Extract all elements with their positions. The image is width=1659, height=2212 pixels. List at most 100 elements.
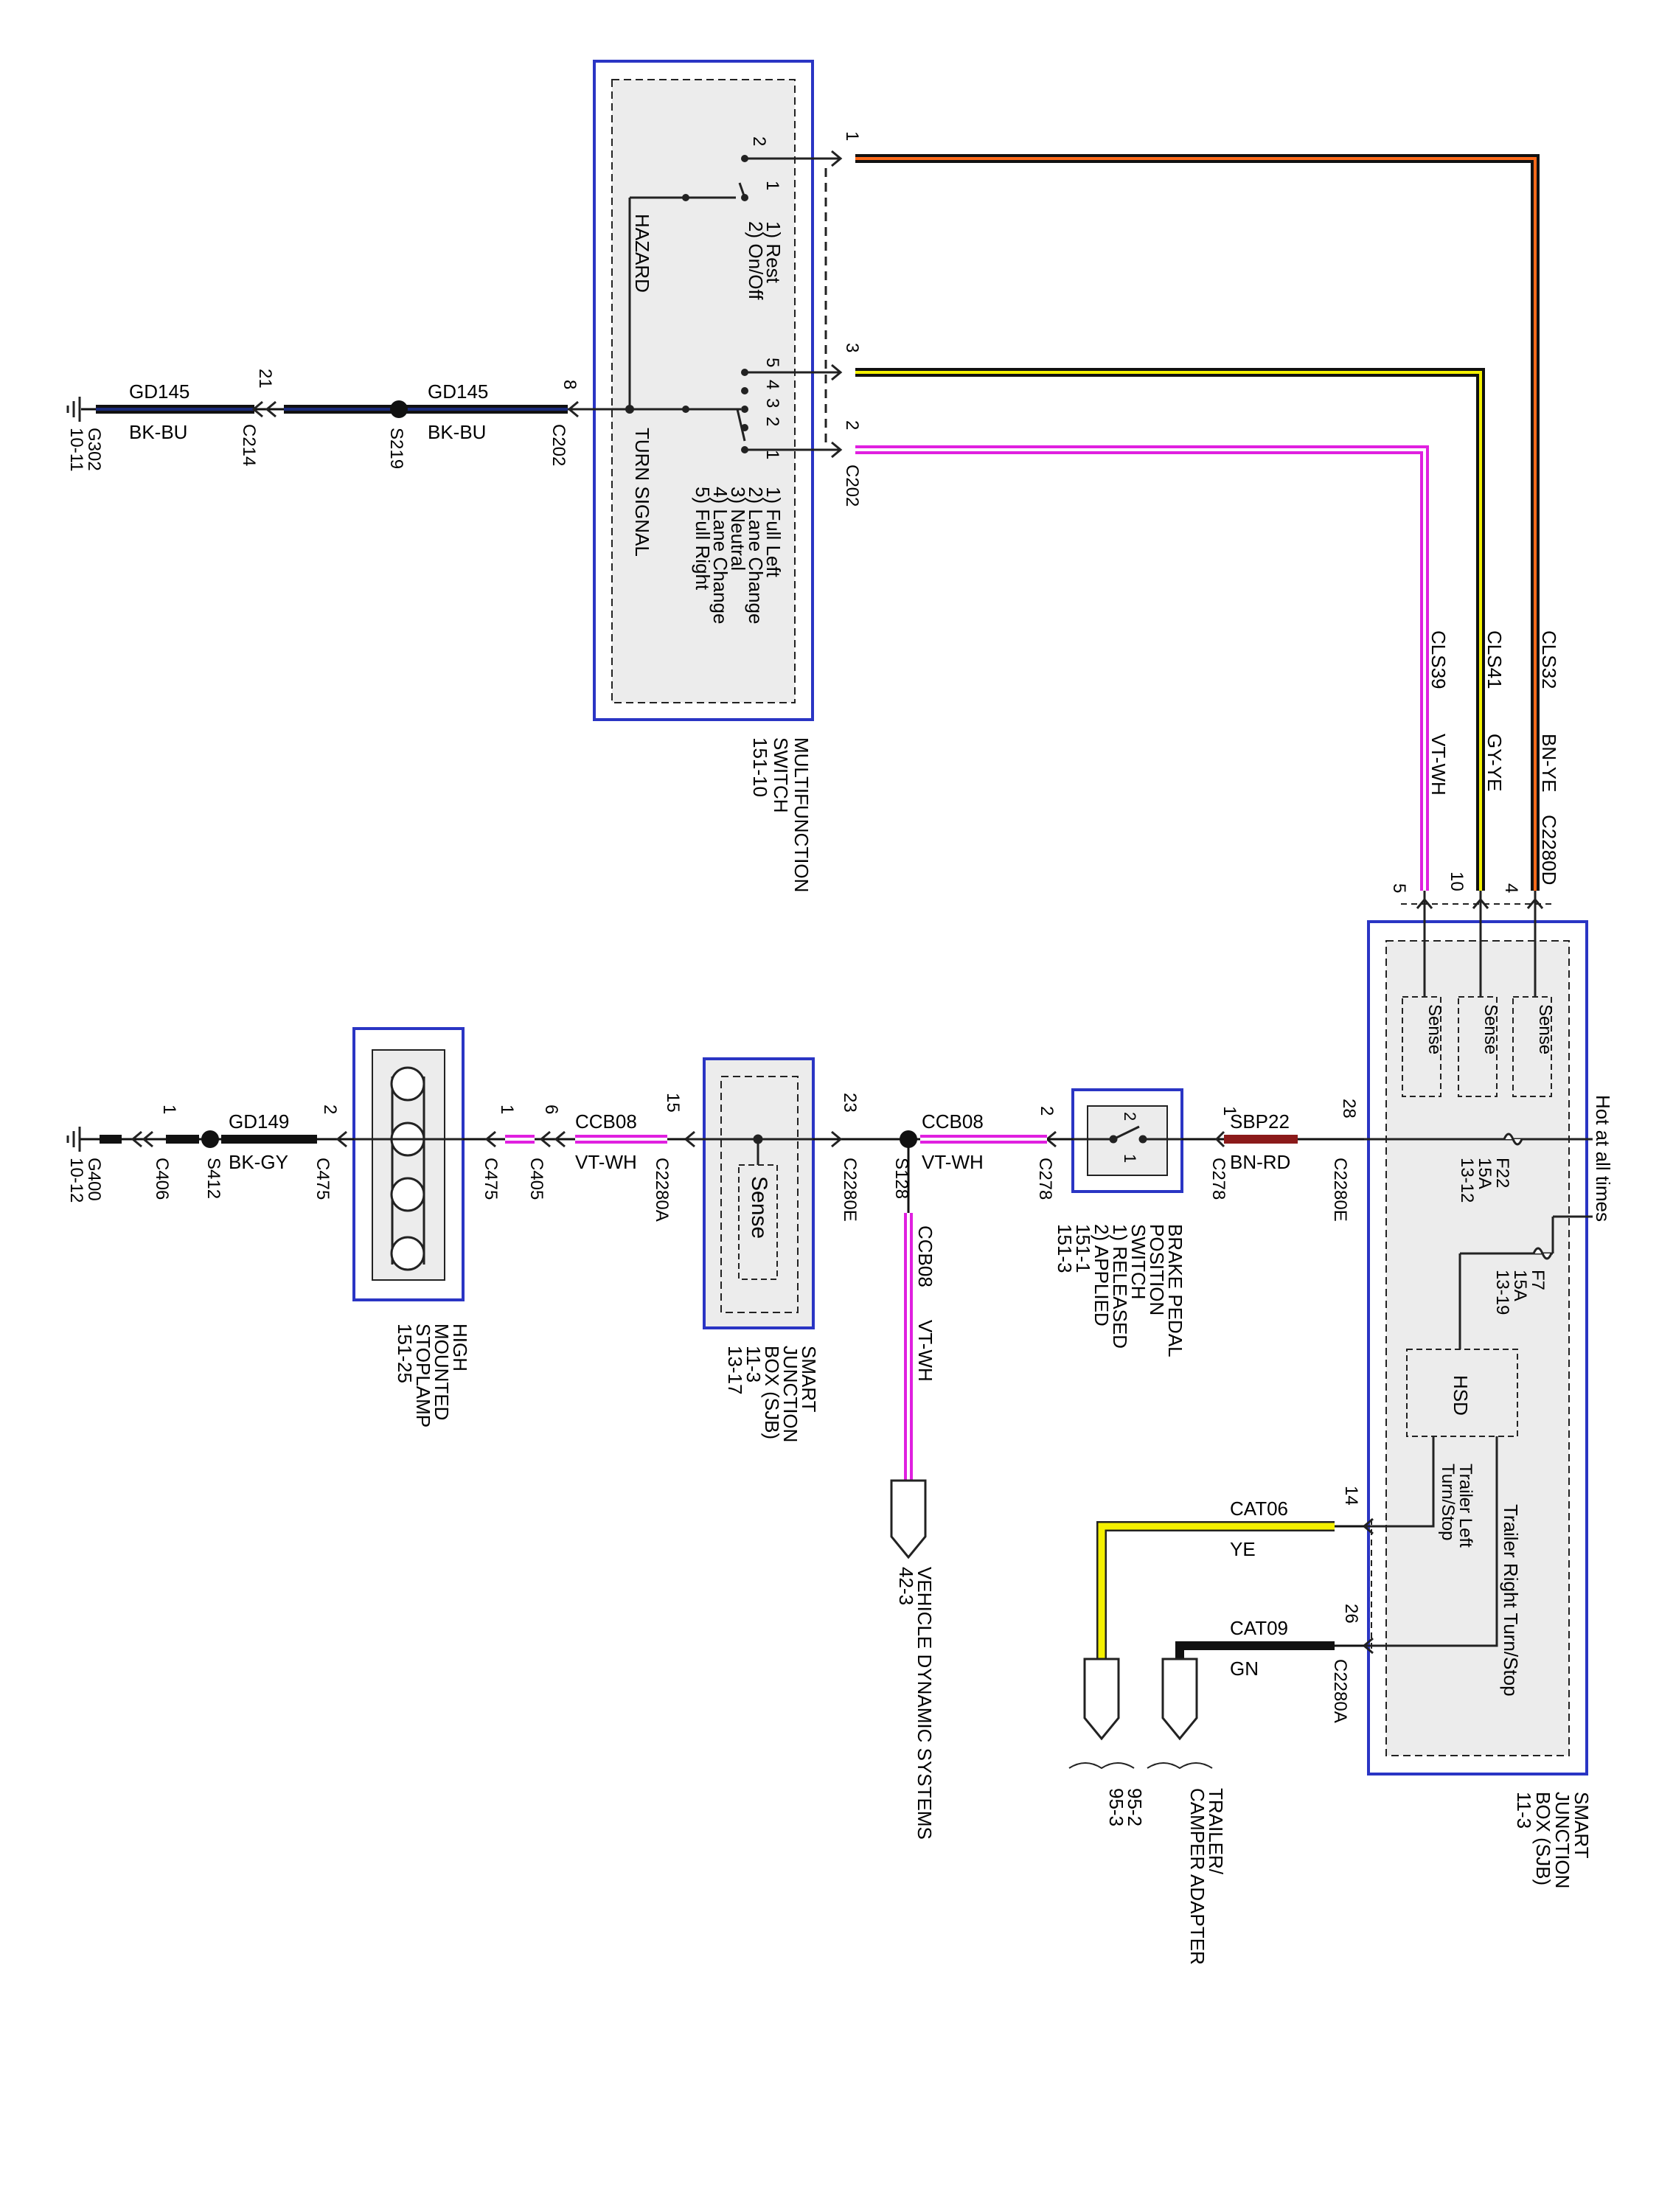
- splice-s412: [201, 1130, 219, 1148]
- gd149-splice-s412: S412: [204, 1158, 223, 1199]
- sjb-right-pin-10: 10: [1447, 872, 1467, 891]
- mfs-pin-1: 1: [842, 131, 862, 141]
- stoplamp-bulbs: [354, 1066, 463, 1271]
- mfs-title-1: MULTIFUNCTION: [790, 737, 813, 892]
- sjb-right-ref: 11-3: [1513, 1792, 1535, 1829]
- c405-pin-6: 6: [541, 1105, 561, 1114]
- cat09-circuit: CAT09: [1230, 1617, 1288, 1639]
- brake-c278-left: C278: [1035, 1158, 1055, 1200]
- fuse-f7-amp: 15A: [1510, 1270, 1530, 1301]
- mfs-title-2: SWITCH: [770, 737, 792, 813]
- sjb-right-box: [1367, 920, 1588, 1775]
- sjb-mid-ref-2: 13-17: [724, 1346, 746, 1395]
- c475-connector-right: C475: [481, 1158, 501, 1200]
- mfs-turn-pos-5: 5) Full Right: [692, 487, 714, 591]
- sjb-mid-pin-15: 15: [663, 1093, 683, 1113]
- cat06-color: YE: [1230, 1538, 1256, 1560]
- mfs-pin-3: 3: [842, 343, 862, 352]
- brake-switch-pin-2: 2: [1121, 1112, 1139, 1121]
- sjb-right-feed: [1364, 1133, 1593, 1349]
- ccb08-upper-circuit: CCB08: [922, 1110, 984, 1133]
- ground-g400: G400: [84, 1158, 104, 1201]
- wire-cls39: [855, 445, 1429, 891]
- sjb-right-title-1: SMART: [1571, 1792, 1593, 1859]
- gd145-color-left: BK-BU: [129, 421, 187, 443]
- sbp22-circuit: SBP22: [1230, 1110, 1290, 1133]
- trailer-brackets: [1068, 1762, 1213, 1770]
- mfs-connector-arrows: [567, 150, 843, 459]
- ccb08-vertical-color: VT-WH: [914, 1320, 936, 1382]
- wire-cat06: [1096, 1521, 1364, 1659]
- brake-pos-1: 1) RELEASED: [1109, 1224, 1131, 1349]
- fuse-f22-ref: 13-12: [1457, 1158, 1477, 1203]
- gd149-c475: C475: [313, 1158, 333, 1200]
- ground-g400-ref: 10-12: [66, 1158, 86, 1203]
- gd149-pin-1: 1: [159, 1105, 179, 1114]
- gd145-circuit-right: GD145: [428, 380, 488, 403]
- wire-cls32: [855, 154, 1540, 891]
- ccb08-vertical-circuit: CCB08: [914, 1225, 936, 1287]
- fuse-f22: F22: [1492, 1158, 1512, 1188]
- mfs-pin-8: 8: [560, 380, 580, 389]
- brake-pos-2: 2) APPLIED: [1091, 1224, 1113, 1326]
- mfs-connector-c202: C202: [842, 465, 862, 507]
- sjb-right-sense-3: Sense: [1425, 1004, 1444, 1054]
- sjb-right-sense-2: Sense: [1481, 1004, 1500, 1054]
- gd149-arrows: [131, 1130, 347, 1148]
- fuse-f7-ref: 13-19: [1492, 1270, 1512, 1315]
- mfs-hazard-contact-1: 1: [762, 181, 782, 190]
- c405-connector: C405: [526, 1158, 546, 1200]
- gd149-color: BK-GY: [229, 1151, 288, 1173]
- gd149-c406: C406: [152, 1158, 172, 1200]
- c405-circuit: CCB08: [575, 1110, 637, 1133]
- cat09-color: GN: [1230, 1658, 1259, 1680]
- brake-title-1: BRAKE PEDAL: [1164, 1224, 1186, 1357]
- brake-pin-1: 1: [1220, 1106, 1239, 1116]
- multifunction-switch-box: [593, 60, 814, 721]
- gd145-pin-21: 21: [255, 369, 275, 389]
- sjb-right-sense-1: Sense: [1535, 1004, 1555, 1054]
- sjb-mid-ref-1: 11-3: [742, 1346, 765, 1382]
- hsd-label: HSD: [1450, 1375, 1472, 1416]
- sjb-right-sense-leads: [1423, 891, 1537, 997]
- brake-ref-2: 151-3: [1054, 1224, 1076, 1273]
- trailer-adapter-ref-2: 95-3: [1105, 1788, 1127, 1826]
- ground-g302-ref: 10-11: [66, 428, 86, 472]
- sjb-right-pin-5: 5: [1389, 883, 1409, 893]
- wire-cls39-circuit: CLS39: [1427, 630, 1450, 689]
- mfs-turn-pos-4: 4) Lane Change: [709, 487, 731, 624]
- sjb-mid-title-3: BOX (SJB): [761, 1346, 783, 1439]
- cat06-circuit: CAT06: [1230, 1498, 1288, 1520]
- mfs-hazard-pos-1: 1) Rest: [762, 221, 785, 284]
- brake-title-3: SWITCH: [1127, 1224, 1150, 1300]
- c2280e-arrow: [831, 1130, 843, 1148]
- sjb-right-hot-label: Hot at all times: [1592, 1095, 1614, 1222]
- mfs-turn-signal-label: TURN SIGNAL: [631, 428, 653, 557]
- hazard-switch: [628, 157, 841, 442]
- sjb-mid-sense: [684, 1130, 813, 1280]
- turn-signal-switch: [568, 371, 841, 451]
- fuse-f7: F7: [1528, 1270, 1548, 1290]
- sjb-mid-title-2: JUNCTION: [779, 1346, 801, 1442]
- mfs-hazard-pos-2: 2) On/Off: [745, 221, 767, 300]
- stoplamp-title-1: HIGH: [449, 1324, 471, 1371]
- sjb-right-sense-blocks: [1402, 996, 1552, 1097]
- wire-cls32-circuit: CLS32: [1538, 630, 1560, 689]
- sjb-right-pin-4: 4: [1501, 883, 1521, 893]
- brake-ref-1: 151-1: [1072, 1224, 1094, 1273]
- sjb-right-connector-c2280d: C2280D: [1538, 815, 1560, 885]
- ground-g302: G302: [84, 428, 104, 471]
- ground-symbol-g302: [66, 397, 81, 422]
- c405-c475-arrows: [484, 1130, 566, 1148]
- stoplamp-ref: 151-25: [394, 1324, 416, 1383]
- sjb-right-pin-14: 14: [1341, 1486, 1361, 1506]
- sjb-right-title-2: JUNCTION: [1551, 1792, 1573, 1888]
- wire-cls32-color: BN-YE: [1538, 734, 1560, 792]
- sjb-right-pin-26: 26: [1341, 1604, 1361, 1624]
- sjb-right-title-3: BOX (SJB): [1532, 1792, 1554, 1885]
- wire-cls39-color: VT-WH: [1427, 734, 1450, 796]
- sjb-right-c2280a: C2280A: [1330, 1659, 1350, 1723]
- ccb08-splice-s128: S128: [891, 1158, 911, 1199]
- trailer-left-label-1: Trailer Left: [1455, 1464, 1475, 1548]
